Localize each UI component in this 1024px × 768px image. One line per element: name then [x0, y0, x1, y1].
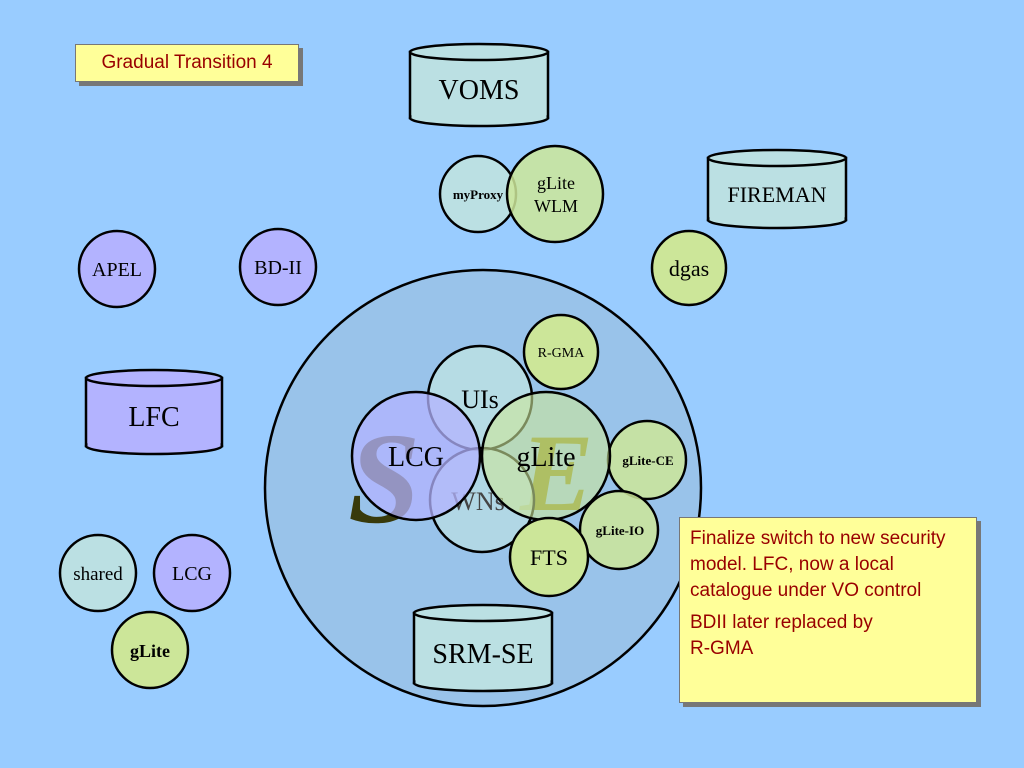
- glite-io-label: gLite-IO: [596, 523, 644, 538]
- glite-ce-label: gLite-CE: [622, 453, 673, 468]
- note-paragraph-2-line-2: R-GMA: [690, 638, 754, 659]
- srm-se-label: SRM-SE: [432, 639, 533, 670]
- dgas-label: dgas: [669, 256, 709, 281]
- apel-circle: [77, 229, 157, 309]
- legend-lcg-circle: [152, 533, 232, 613]
- rgma-circle: [522, 313, 600, 391]
- legend-glite-circle: [110, 610, 190, 690]
- rgma-label: R-GMA: [538, 346, 586, 361]
- legend-shared-circle: [58, 533, 138, 613]
- uis-label: UIs: [461, 385, 499, 414]
- lfc-label: LFC: [128, 402, 179, 433]
- slide-title: Gradual Transition 4: [75, 44, 299, 82]
- legend-lcg-label: LCG: [172, 563, 212, 585]
- apel-label: APEL: [92, 259, 142, 281]
- legend-glite-label: gLite: [130, 641, 170, 661]
- fireman-cylinder: FIREMAN: [706, 148, 848, 230]
- srm-se-cylinder: SRM-SE: [412, 603, 554, 693]
- fireman-label: FIREMAN: [727, 182, 826, 207]
- bdii-circle: [238, 227, 318, 307]
- note-box: Finalize switch to new security model. L…: [679, 517, 977, 703]
- fts-circle: [508, 516, 590, 598]
- lcg-center-circle: [350, 390, 482, 522]
- glite-wlm-label-line2: WLM: [534, 196, 578, 216]
- note-paragraph-2: BDII later replaced by R-GMA: [690, 610, 966, 662]
- glite-wlm-label-line1: gLite: [537, 173, 575, 193]
- voms-cylinder: VOMS: [408, 42, 550, 128]
- lfc-cylinder: LFC: [84, 368, 224, 456]
- myproxy-label: myProxy: [453, 187, 504, 202]
- glite-wlm-circle: [505, 144, 605, 244]
- dgas-circle: [650, 229, 728, 307]
- voms-label: VOMS: [439, 75, 520, 106]
- note-paragraph-2-line-1: BDII later replaced by: [690, 612, 873, 633]
- glite-io-circle: [578, 489, 660, 571]
- glite-center-label: gLite: [516, 442, 575, 473]
- legend-shared-label: shared: [73, 564, 123, 585]
- bdii-label: BD-II: [254, 257, 302, 279]
- fts-label: FTS: [530, 545, 568, 570]
- lcg-center-label: LCG: [388, 442, 444, 473]
- note-paragraph-1: Finalize switch to new security model. L…: [690, 528, 946, 601]
